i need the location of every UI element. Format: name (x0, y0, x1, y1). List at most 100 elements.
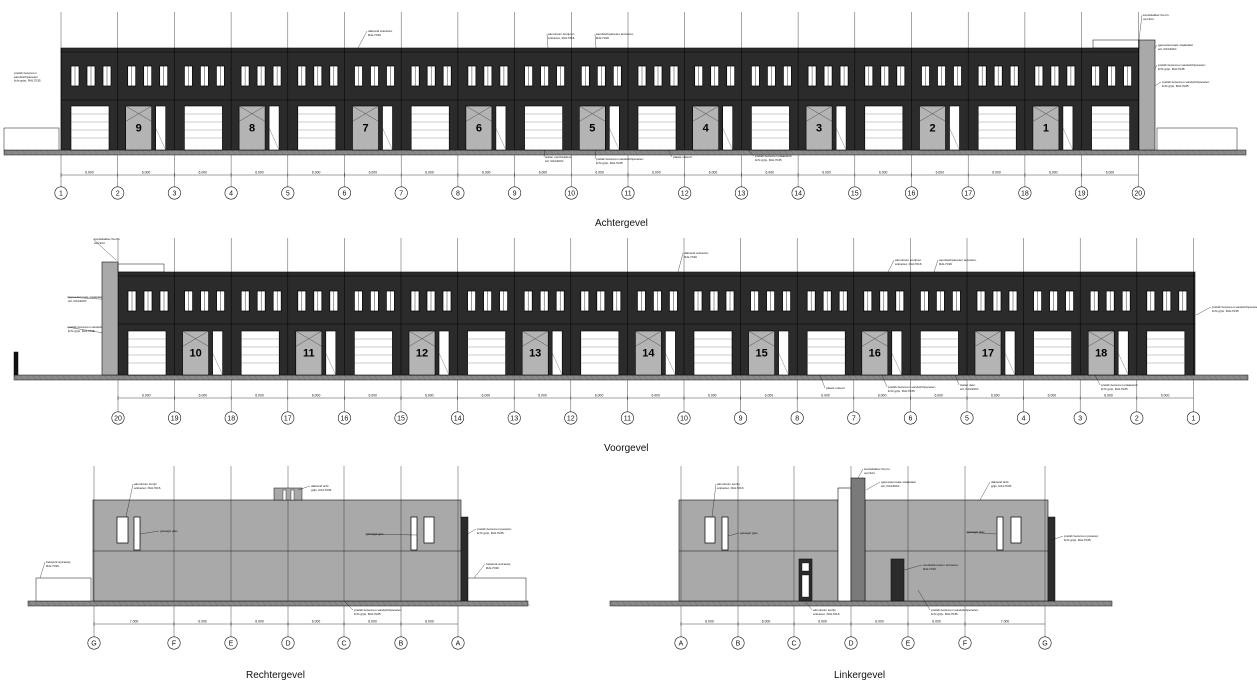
achtergevel-ground-hatch (753, 149, 759, 156)
voorgevel-ground-hatch (523, 374, 529, 381)
voorgevel-ground-hatch (337, 374, 343, 381)
achtergevel-note-leader (546, 33, 549, 49)
linkergevel-ground-hatch (729, 600, 735, 607)
voorgevel-side-door (438, 330, 450, 376)
rechtergevel-ground-hatch (111, 600, 117, 607)
achtergevel-ground-hatch (351, 149, 357, 156)
rechtergevel-ground-hatch (339, 600, 345, 607)
linkergevel-ground-hatch (1041, 600, 1047, 607)
achtergevel-ground-hatch (801, 149, 807, 156)
achtergevel-dimension-label: 6.000 (652, 171, 661, 175)
voorgevel-ground-hatch (187, 374, 193, 381)
achtergevel-ground-hatch (1059, 149, 1065, 156)
achtergevel-unit-number: 9 (136, 123, 142, 135)
achtergevel-ground-hatch (33, 149, 39, 156)
achtergevel-grid-5-bubble (281, 186, 295, 200)
achtergevel-ground-hatch (777, 149, 783, 156)
voorgevel-ground-hatch (1039, 374, 1045, 381)
rechtergevel-ground-hatch (261, 600, 267, 607)
voorgevel-ground-hatch (769, 374, 775, 381)
voorgevel-grid-15-bubble (394, 411, 408, 425)
voorgevel-ground-hatch (577, 374, 583, 381)
voorgevel-side-door-swing (1004, 352, 1016, 376)
achtergevel-ground-hatch (1011, 149, 1017, 156)
achtergevel-ground-hatch (1017, 149, 1023, 156)
rechtergevel-ground-hatch (249, 600, 255, 607)
rechtergevel-note-leader (125, 483, 134, 518)
voorgevel-ground-hatch (139, 374, 145, 381)
linkergevel-ground-hatch (819, 600, 825, 607)
voorgevel-grid-14-bubble (451, 411, 465, 425)
voorgevel-ground-hatch (343, 374, 349, 381)
voorgevel-grey-panel (408, 330, 436, 376)
achtergevel-ground-hatch (1095, 149, 1101, 156)
achtergevel-ground-hatch (609, 149, 615, 156)
achtergevel-ground-hatch (45, 149, 51, 156)
achtergevel-ground-hatch (1035, 149, 1041, 156)
rechtergevel-ground-hatch (507, 600, 513, 607)
voorgevel-ground-hatch (943, 374, 949, 381)
voorgevel-dimension-label: 6.000 (255, 394, 264, 398)
linkergevel-ground-hatch (1089, 600, 1095, 607)
achtergevel-ground-hatch (339, 149, 345, 156)
achtergevel-ground-hatch (255, 149, 261, 156)
achtergevel-ground-hatch (57, 149, 63, 156)
voorgevel-ground-hatch (325, 374, 331, 381)
linkergevel-ground-hatch (801, 600, 807, 607)
linkergevel-grid-G-bubble (1038, 636, 1052, 650)
linkergevel-note-leader (979, 481, 991, 501)
rechtergevel-ground-hatch (501, 600, 507, 607)
rechtergevel-grid-A-label: A (456, 641, 461, 648)
rechtergevel-window (423, 516, 435, 544)
rechtergevel-ground (27, 600, 529, 607)
achtergevel-ground-hatch (1143, 149, 1149, 156)
linkergevel-ground-hatch (831, 600, 837, 607)
voorgevel-note: dakrand antraciet,RAL7016 (684, 251, 709, 259)
voorgevel-grid-17-bubble (281, 411, 295, 425)
rechtergevel-ground-hatch (81, 600, 87, 607)
linkergevel-ground-hatch (1011, 600, 1017, 607)
voorgevel-grid-2-bubble (1130, 411, 1144, 425)
achtergevel-ground-hatch (1209, 149, 1215, 156)
achtergevel-overhead-door (751, 105, 790, 151)
achtergevel-ground-hatch (711, 149, 717, 156)
achtergevel-ground-hatch (1113, 149, 1119, 156)
rechtergevel-ground-hatch (477, 600, 483, 607)
achtergevel-unit-number: 1 (1043, 123, 1049, 135)
rechtergevel-ground-hatch (471, 600, 477, 607)
rechtergevel-ground-hatch (327, 600, 333, 607)
linkergevel-ground-hatch (651, 600, 657, 607)
achtergevel-dimension-label: 6.000 (539, 171, 548, 175)
achtergevel-ground-hatch (393, 149, 399, 156)
linkergevel-ground-hatch (1071, 600, 1077, 607)
voorgevel-ground-hatch (361, 374, 367, 381)
voorgevel-side-door-swing (552, 352, 563, 376)
voorgevel-ground-hatch (145, 374, 151, 381)
voorgevel-ground-hatch (781, 374, 787, 381)
rechtergevel-note: gelaagd glas (366, 532, 384, 536)
voorgevel-ground-hatch (625, 374, 631, 381)
achtergevel-ground-hatch (381, 149, 387, 156)
voorgevel-ground-hatch (1087, 374, 1093, 381)
voorgevel-ground-hatch (967, 374, 973, 381)
achtergevel-grid-11-label: 11 (624, 191, 631, 198)
voorgevel-ground-hatch (1159, 374, 1165, 381)
linkergevel-grid-F-label: F (963, 641, 967, 648)
rechtergevel-ground-hatch (393, 600, 399, 607)
achtergevel-grey-panel (1032, 105, 1060, 151)
voorgevel-ground-hatch (13, 374, 19, 381)
rechtergevel-dimension-label: 7.000 (130, 620, 139, 624)
voorgevel-ground-hatch (871, 374, 877, 381)
rechtergevel-ground-hatch (57, 600, 63, 607)
linkergevel-ground-hatch (1035, 600, 1041, 607)
voorgevel-dimension-label: 6.000 (651, 394, 660, 398)
voorgevel-ground-hatch (31, 374, 37, 381)
rechtergevel-ground-hatch (279, 600, 285, 607)
achtergevel-overhead-door (1091, 105, 1130, 151)
voorgevel-side-door-swing (1118, 352, 1129, 376)
achtergevel-ground-hatch (933, 149, 939, 156)
